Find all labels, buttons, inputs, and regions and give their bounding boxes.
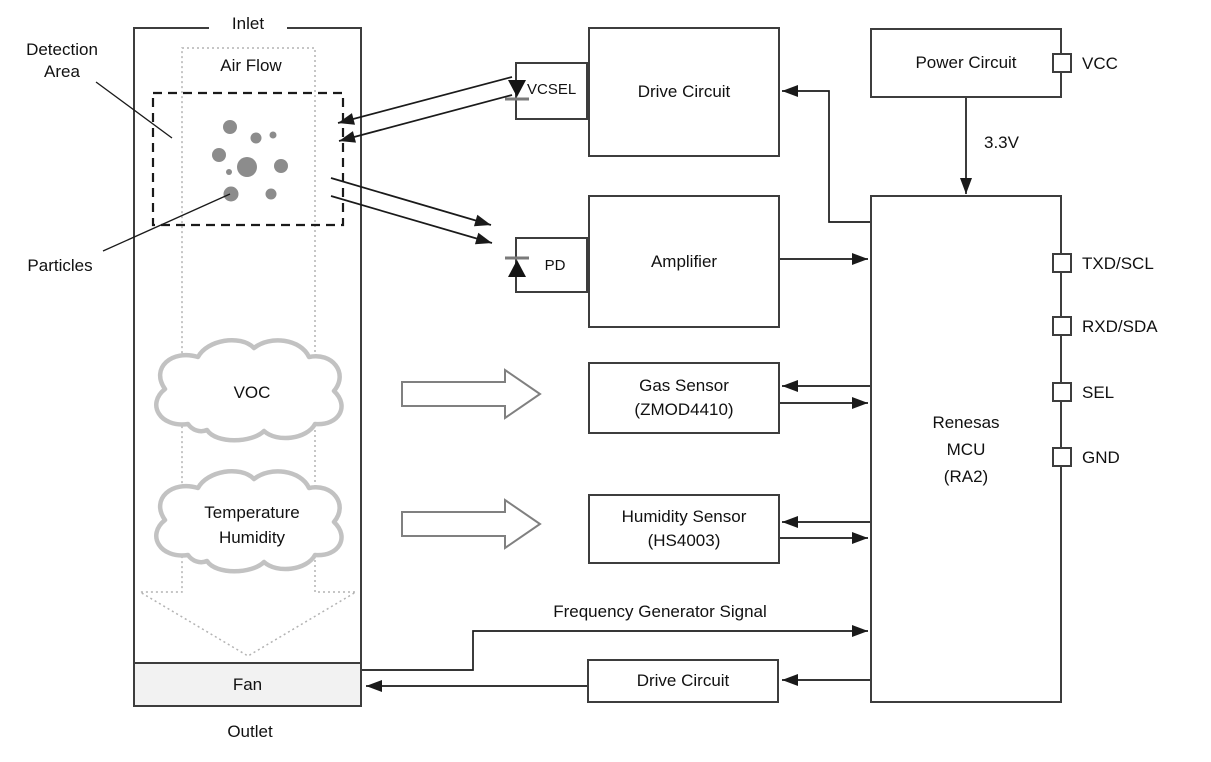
temperature-humidity-block-arrow xyxy=(401,498,542,550)
drive-circuit-bottom-label: Drive Circuit xyxy=(636,671,730,690)
power-circuit-label: Power Circuit xyxy=(915,53,1017,72)
pd-label: PD xyxy=(544,257,566,274)
power-circuit-box: Power Circuit xyxy=(870,28,1062,98)
txd-scl-pin-label: TXD/SCL xyxy=(1082,254,1154,273)
humidity-sensor-name: Humidity Sensor xyxy=(621,507,747,526)
sel-pin-label: SEL xyxy=(1082,383,1115,402)
fan-box: Fan xyxy=(133,662,362,707)
mcu-box: Renesas MCU (RA2) xyxy=(870,195,1062,703)
gas-sensor-part-number: (ZMOD4410) xyxy=(634,400,734,419)
vcc-pin-label: VCC xyxy=(1082,54,1118,73)
frequency-generator-signal-label: Frequency Generator Signal xyxy=(553,602,767,621)
duct-outline xyxy=(133,27,362,707)
humidity-sensor-part-number: (HS4003) xyxy=(647,531,721,550)
detection-area-label: Detection Area xyxy=(26,40,98,81)
humidity-label: Humidity xyxy=(218,528,286,547)
humidity-sensor-box: Humidity Sensor (HS4003) xyxy=(588,494,780,564)
vcsel-beam-1 xyxy=(337,76,513,125)
temperature-label: Temperature xyxy=(204,503,300,522)
gas-sensor-name: Gas Sensor xyxy=(639,376,729,395)
mcu-type-label: MCU xyxy=(946,439,986,459)
fan-label: Fan xyxy=(232,674,263,694)
rxd-sda-pin-label: RXD/SDA xyxy=(1082,317,1158,336)
gnd-pin-label: GND xyxy=(1082,448,1120,467)
inlet-label: Inlet xyxy=(209,13,287,35)
outlet-label: Outlet xyxy=(227,722,273,741)
amplifier-label: Amplifier xyxy=(650,251,718,271)
particles-label: Particles xyxy=(27,256,93,275)
air-flow-label: Air Flow xyxy=(220,56,282,75)
vcsel-label: VCSEL xyxy=(527,81,577,98)
gas-sensor-box: Gas Sensor (ZMOD4410) xyxy=(588,362,780,434)
wire-mcu-to-drive-top xyxy=(782,85,870,223)
amplifier-box: Amplifier xyxy=(588,195,780,328)
drive-circuit-top-box: Drive Circuit xyxy=(588,27,780,157)
voc-block-arrow xyxy=(401,368,542,420)
drive-circuit-bottom-box: Drive Circuit xyxy=(587,659,779,703)
voc-label: VOC xyxy=(233,383,271,402)
vcsel-beam-2 xyxy=(338,94,513,143)
voltage-label: 3.3V xyxy=(984,133,1019,152)
drive-circuit-top-label: Drive Circuit xyxy=(637,82,731,101)
mcu-family-label: (RA2) xyxy=(943,466,989,486)
mcu-vendor-label: Renesas xyxy=(932,412,1000,432)
temperature-humidity-label: Temperature Humidity xyxy=(182,500,322,550)
